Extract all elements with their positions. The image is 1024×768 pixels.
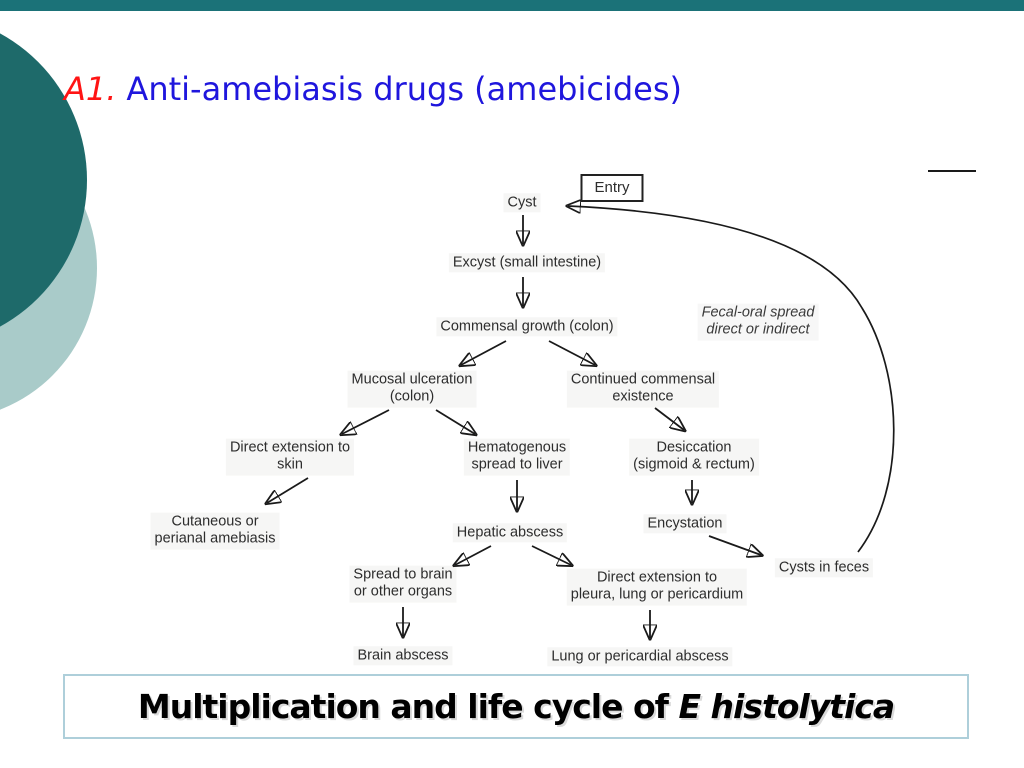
flow-arrow	[342, 409, 390, 434]
lung-abscess-label: Lung or pericardial abscess	[547, 647, 733, 667]
hematogenous-spread-label: Hematogenous spread to liver	[463, 438, 571, 476]
slide-title-number: A1.	[64, 70, 117, 108]
hepatic-abscess-label: Hepatic abscess	[452, 523, 568, 543]
flow-arrow	[435, 409, 475, 434]
fecal-oral-return-arrow	[568, 206, 895, 553]
direct-extension-pleura-label: Direct extension to pleura, lung or peri…	[566, 568, 748, 606]
spread-brain-label: Spread to brain or other organs	[349, 565, 457, 603]
cyst-label: Cyst	[503, 193, 541, 213]
flow-arrow	[531, 545, 571, 565]
direct-extension-skin-label: Direct extension to skin	[225, 438, 355, 476]
commensal-growth-label: Commensal growth (colon)	[436, 317, 618, 337]
brain-abscess-label: Brain abscess	[353, 646, 453, 666]
top-accent-bar	[0, 0, 1024, 11]
caption-text: Multiplication and life cycle of E histo…	[137, 687, 895, 726]
fecal-oral-note-label: Fecal-oral spread direct or indirect	[697, 303, 819, 341]
entry-label: Entry	[580, 174, 644, 202]
caption-box: Multiplication and life cycle of E histo…	[63, 674, 969, 739]
flow-arrow	[708, 535, 761, 555]
mucosal-ulceration-label: Mucosal ulceration (colon)	[347, 370, 477, 408]
flow-arrow	[548, 340, 595, 365]
encystation-label: Encystation	[643, 514, 727, 534]
flow-arrow	[267, 477, 309, 503]
slide-title: A1.Anti-amebiasis drugs (amebicides)	[64, 70, 682, 108]
flow-arrow	[461, 340, 507, 365]
cutaneous-amebiasis-label: Cutaneous or perianal amebiasis	[150, 512, 280, 550]
slide-title-text: Anti-amebiasis drugs (amebicides)	[126, 70, 682, 108]
excyst-label: Excyst (small intestine)	[448, 253, 606, 273]
caption-main: Multiplication and life cycle of	[137, 687, 679, 726]
flow-arrow	[455, 545, 492, 565]
caption-species: E histolytica	[678, 687, 895, 726]
continued-commensal-label: Continued commensal existence	[566, 370, 720, 408]
cysts-in-feces-label: Cysts in feces	[774, 558, 874, 578]
flow-arrow	[654, 407, 684, 430]
desiccation-label: Desiccation (sigmoid & rectum)	[629, 438, 759, 476]
